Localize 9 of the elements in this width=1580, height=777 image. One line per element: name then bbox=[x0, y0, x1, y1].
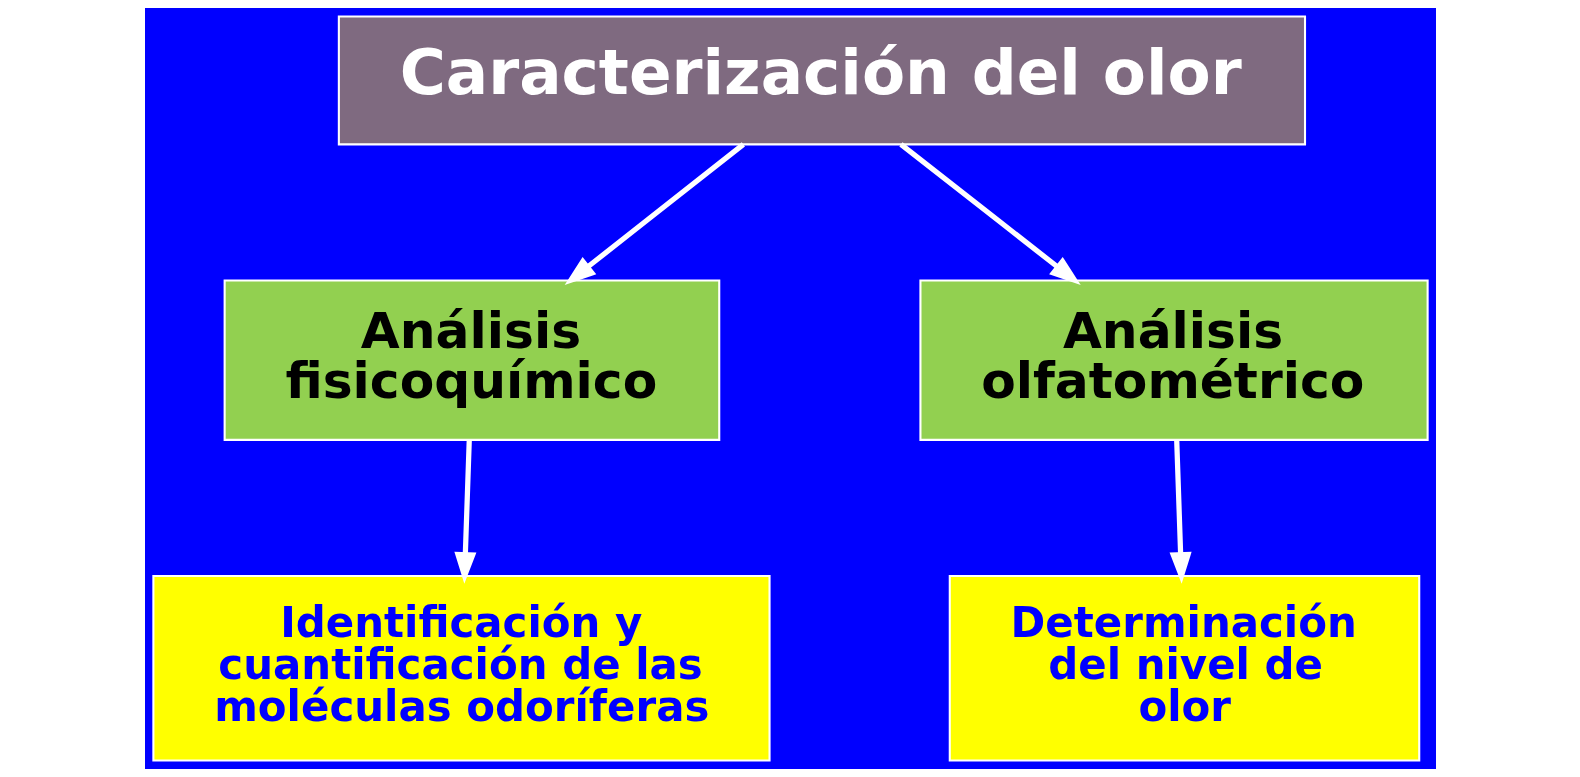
node-box: Análisis olfatométrico bbox=[918, 279, 1429, 441]
arrow bbox=[898, 142, 1081, 286]
arrow bbox=[564, 142, 745, 286]
node-box: Identificación y cuantificación de las moléculas odoríferas bbox=[151, 575, 771, 762]
node-box: Análisis fisicoquímico bbox=[223, 279, 720, 441]
arrow bbox=[453, 440, 476, 584]
arrow bbox=[1169, 440, 1192, 584]
node-box: Caracterización del olor bbox=[337, 15, 1306, 146]
node-box: Determinación del nivel de olor bbox=[948, 575, 1420, 762]
